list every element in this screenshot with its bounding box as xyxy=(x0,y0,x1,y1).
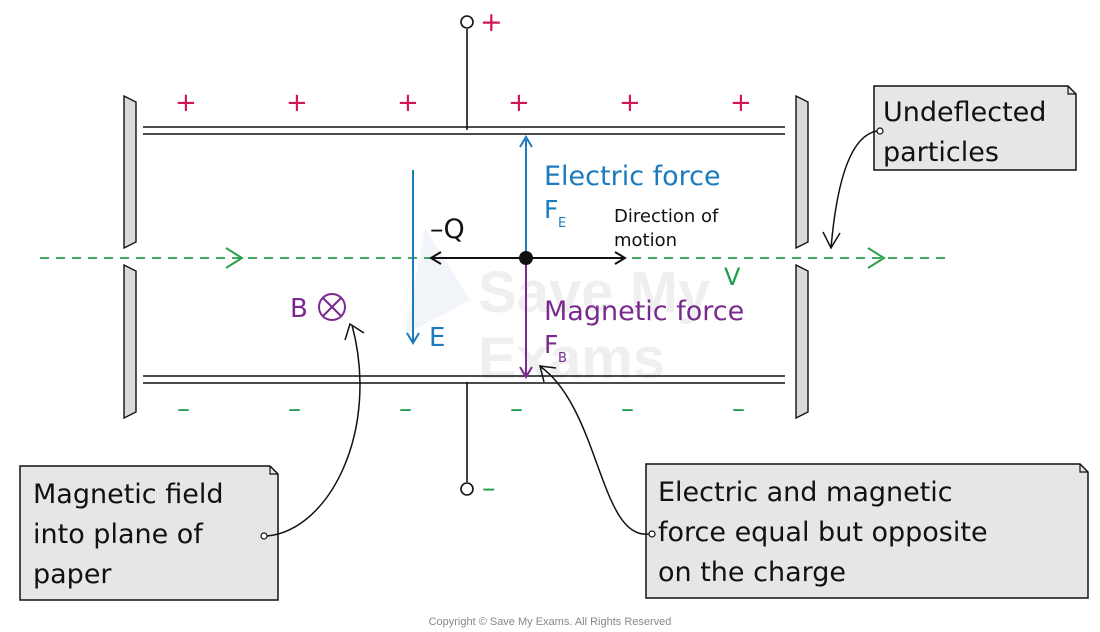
equal-forces-callout: Electric and magnetic force equal but op… xyxy=(539,365,1089,599)
copyright-text: Copyright © Save My Exams. All Rights Re… xyxy=(429,616,672,628)
positive-charge: + xyxy=(730,88,752,118)
electric-field-arrow: E xyxy=(406,170,445,353)
path-arrow-right xyxy=(867,247,886,269)
undeflected-line1: Undeflected xyxy=(883,97,1046,128)
equal-forces-line2: force equal but opposite xyxy=(658,517,988,548)
bottom-plate-charges: – – – – – – xyxy=(177,394,745,424)
top-plate xyxy=(143,126,785,135)
magnetic-force-label: Magnetic force F B xyxy=(544,296,744,366)
right-upper-wall xyxy=(795,94,809,250)
bottom-terminal-sign: – xyxy=(482,473,496,504)
left-upper-wall xyxy=(123,94,137,250)
electric-field-label: E xyxy=(429,323,445,353)
negative-charge: – xyxy=(177,394,190,424)
equal-forces-line3: on the charge xyxy=(658,557,846,588)
magnetic-field-symbol: B xyxy=(290,293,346,324)
magnetic-callout-line3: paper xyxy=(33,559,112,590)
direction-line-1: Direction of xyxy=(614,206,719,227)
direction-of-motion-label: Direction of motion xyxy=(614,206,719,251)
watermark-logo xyxy=(405,228,470,335)
velocity-label: V xyxy=(724,263,741,291)
electric-force-symbol: F xyxy=(544,195,558,224)
magnetic-force-text: Magnetic force xyxy=(544,296,744,327)
negative-charge: – xyxy=(732,394,745,424)
top-terminal: + xyxy=(460,7,503,130)
positive-charge: + xyxy=(175,88,197,118)
watermark-line1: Save My xyxy=(478,260,710,325)
magnetic-callout-line2: into plane of xyxy=(33,519,204,550)
charge-label: –Q xyxy=(430,214,465,245)
direction-line-2: motion xyxy=(614,230,677,251)
into-page-icon xyxy=(318,293,346,321)
equal-forces-line1: Electric and magnetic xyxy=(658,477,953,508)
left-lower-wall xyxy=(123,263,137,420)
negative-charge: – xyxy=(399,394,412,424)
magnetic-callout-line1: Magnetic field xyxy=(33,479,223,510)
top-plate-charges: + + + + + + xyxy=(175,88,752,118)
magnetic-field-callout: Magnetic field into plane of paper xyxy=(19,322,365,601)
positive-charge: + xyxy=(397,88,419,118)
bottom-terminal: – xyxy=(460,382,496,504)
bottom-plate xyxy=(143,375,785,384)
watermark-line2: Exams xyxy=(478,326,665,391)
electric-force-subscript: E xyxy=(558,216,566,231)
watermark: Save My Exams xyxy=(405,228,710,391)
magnetic-force-subscript: B xyxy=(558,351,567,366)
path-arrow-left xyxy=(225,247,244,269)
magnetic-force-symbol: F xyxy=(544,330,558,359)
positive-charge: + xyxy=(619,88,641,118)
positive-charge: + xyxy=(286,88,308,118)
right-lower-wall xyxy=(795,263,809,420)
negative-charge: – xyxy=(621,394,634,424)
top-terminal-sign: + xyxy=(480,7,503,38)
positive-charge: + xyxy=(508,88,530,118)
negative-charge: – xyxy=(288,394,301,424)
electric-force-label: Electric force F E xyxy=(544,161,721,231)
charge-dot xyxy=(519,251,533,265)
electric-force-text: Electric force xyxy=(544,161,721,192)
undeflected-particles-callout: Undeflected particles xyxy=(822,85,1077,250)
negative-charge: – xyxy=(510,394,523,424)
magnetic-field-label: B xyxy=(290,294,308,324)
undeflected-line2: particles xyxy=(883,137,999,168)
